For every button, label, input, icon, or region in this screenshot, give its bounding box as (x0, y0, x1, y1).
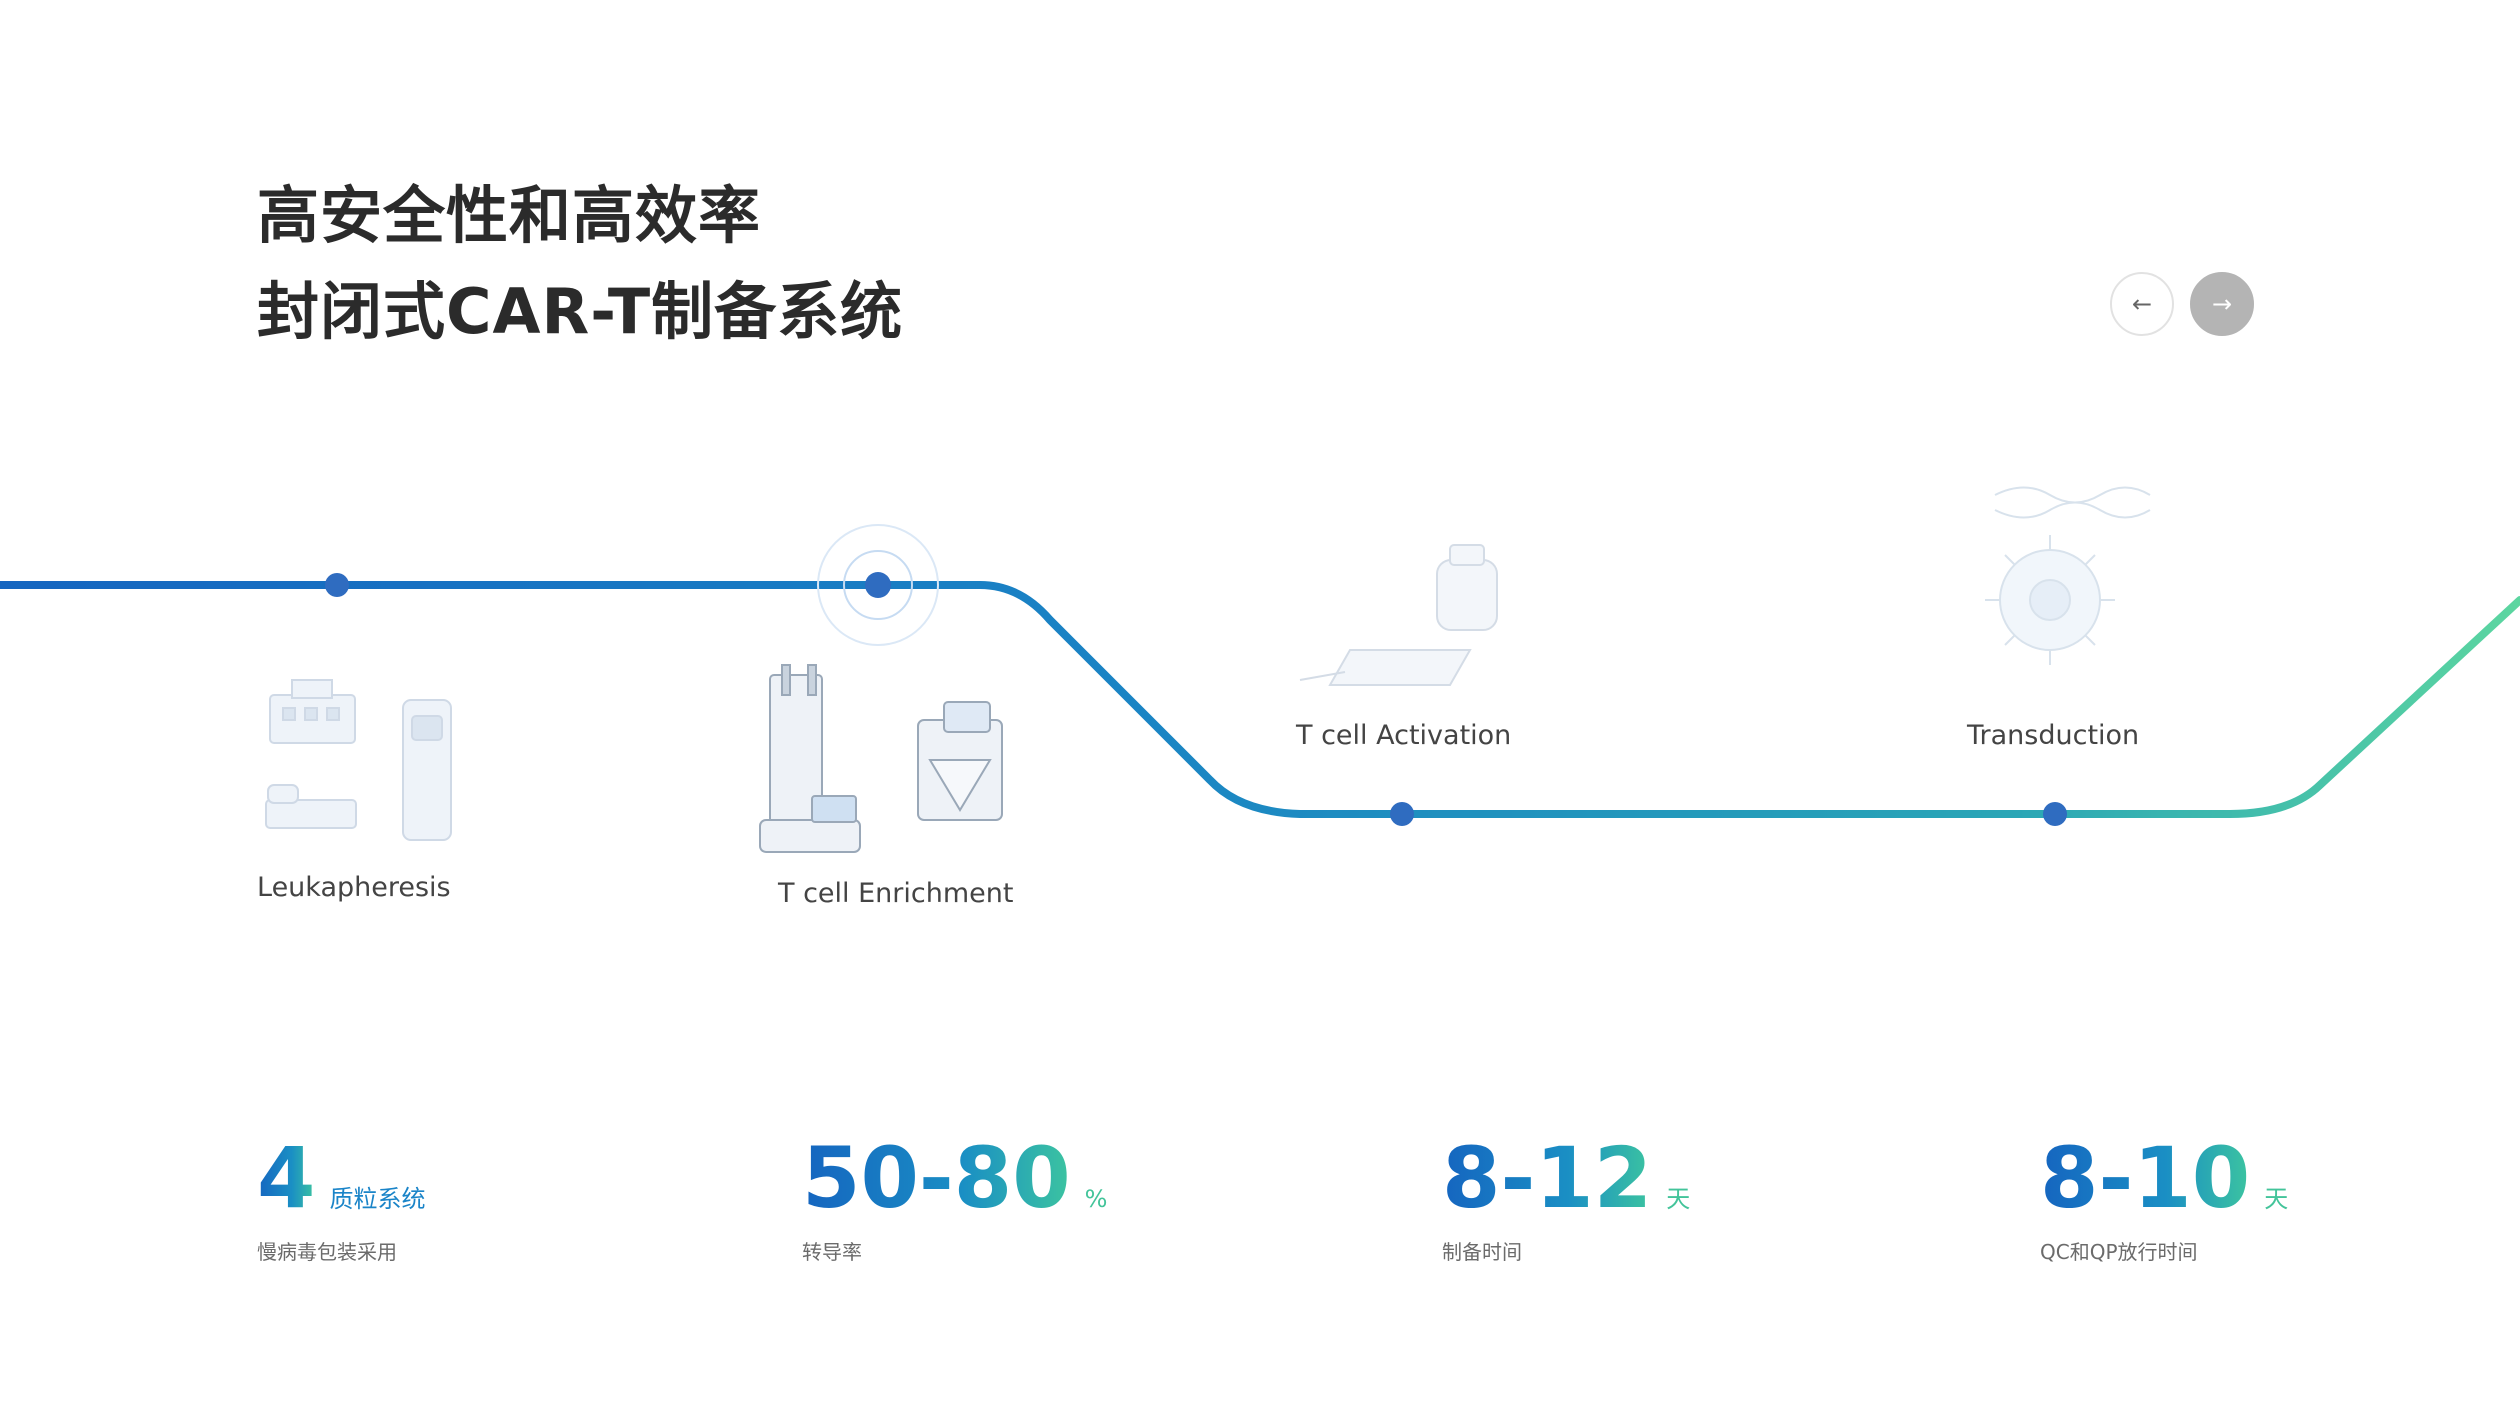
active-node-ring-outer (817, 524, 939, 646)
stat-value: 8-10 (2040, 1129, 2251, 1227)
stat-unit: 天 (1666, 1185, 1691, 1213)
leukapheresis-illustration (265, 679, 452, 841)
timeline-line (0, 581, 2520, 818)
page-title: 高安全性和高效率 封闭式CAR-T制备系统 (257, 168, 903, 360)
stat-value: 50-80 (802, 1129, 1071, 1227)
activation-illustration (1299, 544, 1498, 686)
timeline-node-enrichment (865, 572, 891, 598)
timeline-node-activation (1390, 802, 1414, 826)
stat-desc: QC和QP放行时间 (2040, 1240, 2198, 1264)
transduction-illustration (1985, 486, 2151, 665)
arrow-right-icon: → (2211, 290, 2233, 318)
stat-value: 8-12 (1442, 1129, 1653, 1227)
next-button[interactable]: → (2190, 272, 2254, 336)
title-line-1: 高安全性和高效率 (257, 179, 762, 252)
title-line-2: 封闭式CAR-T制备系统 (257, 275, 904, 348)
stat-desc: 转导率 (802, 1240, 862, 1264)
enrichment-illustration (759, 664, 1003, 853)
timeline-node-leukapheresis (325, 573, 349, 597)
stat-plasmid: 4 质粒系统 慢病毒包装采用 (257, 1130, 425, 1265)
stat-manufacture-time: 8-12 天 制备时间 (1442, 1130, 1690, 1265)
stat-release-time: 8-10 天 QC和QP放行时间 (2040, 1130, 2288, 1265)
step-label-enrichment: T cell Enrichment (778, 878, 1014, 909)
step-label-activation: T cell Activation (1296, 720, 1512, 751)
stat-unit: % (1084, 1185, 1108, 1213)
active-node-ring-inner (843, 550, 913, 620)
stat-value: 4 (257, 1129, 316, 1227)
stat-unit: 天 (2264, 1185, 2289, 1213)
stat-unit: 质粒系统 (329, 1185, 426, 1213)
stat-transduction-rate: 50-80 % 转导率 (802, 1130, 1107, 1265)
step-label-leukapheresis: Leukapheresis (257, 872, 451, 903)
arrow-left-icon: ← (2131, 290, 2153, 318)
prev-button[interactable]: ← (2110, 272, 2174, 336)
step-label-transduction: Transduction (1967, 720, 2140, 751)
carousel-nav: ← → (2110, 272, 2254, 336)
timeline-node-transduction (2043, 802, 2067, 826)
stat-desc: 慢病毒包装采用 (257, 1240, 397, 1264)
stat-desc: 制备时间 (1442, 1240, 1522, 1264)
